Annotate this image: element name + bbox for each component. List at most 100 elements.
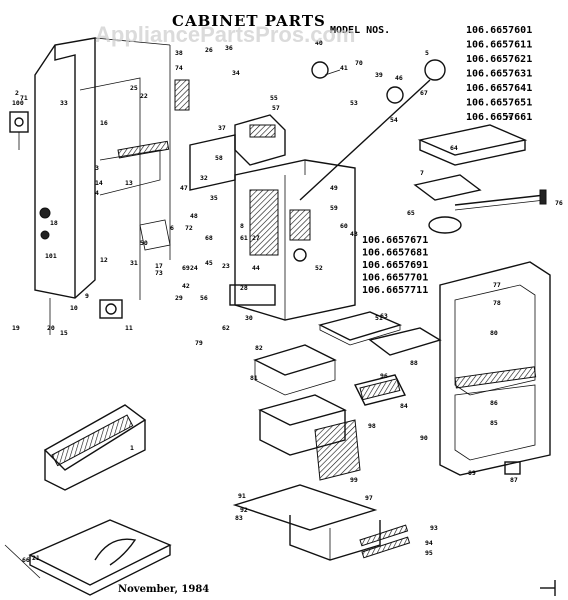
callout-number: 11 [125,324,133,332]
callout-number: 8 [240,222,244,230]
callout-number: 82 [255,344,263,352]
callout-number: 17 [155,262,163,270]
model-number: 106.6657641 [466,83,532,94]
callout-number: 57 [272,104,280,112]
callout-number: 89 [468,469,476,477]
callout-number: 76 [555,199,563,207]
model-number: 106.6657621 [466,54,532,65]
callout-number: 1 [130,444,134,452]
page-title: CABINET PARTS [172,12,326,30]
model-number: 106.6657611 [466,40,532,51]
callout-number: 77 [493,281,501,289]
callout-number: 90 [420,434,428,442]
model-numbers-mid-list: 106.6657671106.6657681106.6657691106.665… [362,235,428,296]
model-number: 106.6657701 [362,273,428,284]
callout-number: 65 [407,209,415,217]
callout-number: 53 [350,99,358,107]
callout-number: 36 [225,44,233,52]
callout-number: 75 [505,114,513,122]
callout-number: 30 [245,314,253,322]
callout-number: 80 [490,329,498,337]
callout-number: 98 [368,422,376,430]
callout-number: 5 [425,49,429,57]
callout-number: 26 [205,46,213,54]
callout-number: 29 [175,294,183,302]
callout-number: 49 [330,184,338,192]
callout-number: 58 [215,154,223,162]
callout-number: 83 [235,514,243,522]
cabinet-shell [34,37,190,300]
callout-number: 59 [330,204,338,212]
callout-number: 56 [200,294,208,302]
callout-number: 46 [395,74,403,82]
callout-number: 88 [410,359,418,367]
callout-number: 72 [185,224,193,232]
callout-number: 33 [60,99,68,107]
callout-number: 32 [200,174,208,182]
callout-number: 93 [430,524,438,532]
model-number: 106.6657661 [466,112,532,123]
control-parts-top [189,59,446,201]
watermark: AppliancePartsPros.com [95,22,355,47]
callout-number: 41 [340,64,348,72]
shelves-and-drawers [232,311,442,561]
callout-number: 91 [238,492,246,500]
callout-number: 43 [350,230,358,238]
callout-number: 15 [60,329,68,337]
model-number: 106.6657631 [466,69,532,80]
callout-number: 64 [450,144,458,152]
callout-number: 55 [270,94,278,102]
callout-number: 62 [222,324,230,332]
callout-number: 70 [355,59,363,67]
callout-number: 54 [390,116,398,124]
callout-number: 73 [155,269,163,277]
drain-pan [4,519,172,596]
callout-number: 50 [140,239,148,247]
callout-number: 28 [240,284,248,292]
callout-number: 95 [425,549,433,557]
callout-number: 45 [205,259,213,267]
callout-number: 20 [47,324,55,332]
callout-number: 4 [95,189,99,197]
callout-number: 51 [375,314,383,322]
callout-number: 99 [350,476,358,484]
footer-date: November, 1984 [118,584,209,595]
callout-number: 7 [420,169,424,177]
refrigerator-door [439,261,551,476]
callout-number: 79 [195,339,203,347]
callout-number: 61 [240,234,248,242]
callout-number: 35 [210,194,218,202]
callout-number: 16 [100,119,108,127]
callout-number: 12 [100,256,108,264]
callout-number: 39 [375,71,383,79]
callout-number: 14 [95,179,103,187]
callout-number: 94 [425,539,433,547]
callout-number: 84 [400,402,408,410]
callout-number: 19 [12,324,20,332]
damper-assembly [413,124,547,234]
callout-number: 48 [190,212,198,220]
callout-number: 18 [50,219,58,227]
callout-number: 6 [170,224,174,232]
callout-number: 60 [340,222,348,230]
model-number: 106.6657671 [362,235,428,246]
callout-number: 92 [240,506,248,514]
callout-number: 22 [140,92,148,100]
callout-number: 40 [315,39,323,47]
freezer-liner [229,159,356,321]
callout-number: 38 [175,49,183,57]
model-numbers-top-list: 106.6657601106.6657611106.6657621106.665… [466,25,532,123]
callout-number: 86 [490,399,498,407]
callout-number: 9 [85,292,89,300]
callout-number: 37 [218,124,226,132]
base-grille [43,404,147,491]
callout-number: 42 [182,282,190,290]
callout-number: 27 [252,234,260,242]
callout-number: 63 [380,312,388,320]
callout-number: 78 [493,299,501,307]
callout-number: 52 [315,264,323,272]
callout-number: 31 [130,259,138,267]
callout-number: 67 [420,89,428,97]
